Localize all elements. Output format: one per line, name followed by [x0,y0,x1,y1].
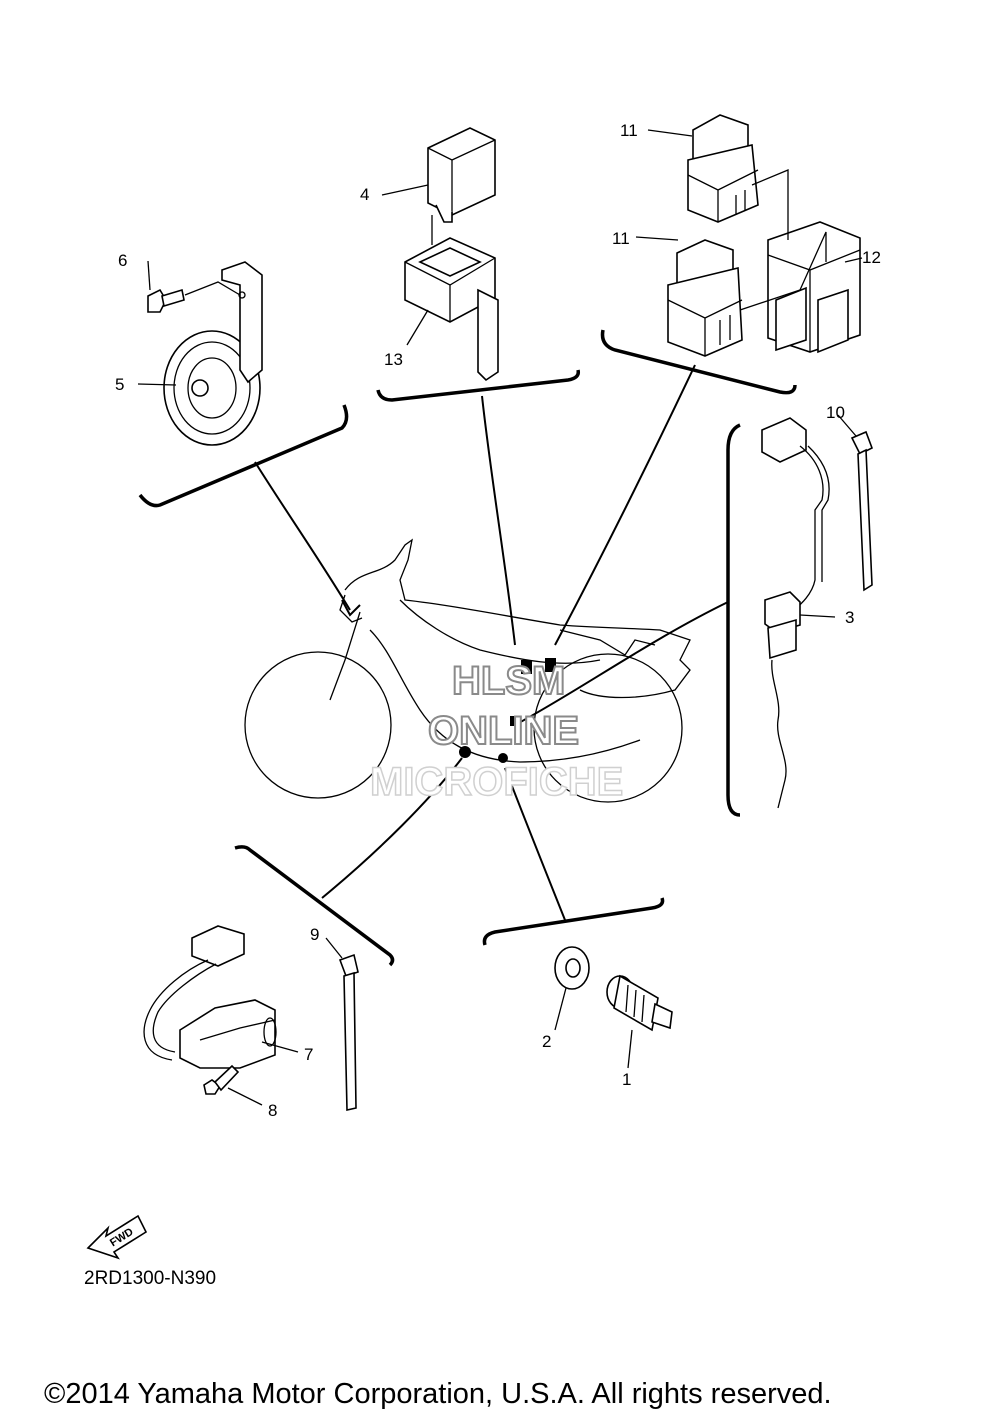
callout-7: 7 [304,1045,313,1064]
horn-part [163,261,263,446]
relay-connector-part [767,221,861,354]
fwd-arrow-icon: FWD [86,1214,148,1260]
cable-tie-10-part [850,430,874,592]
switch-location-marker [498,753,508,763]
horn-bolt-part [147,288,185,313]
relay-part [427,127,496,245]
callout-11: 11 [612,229,630,248]
diagram-code: 2RD1300-N390 [84,1268,217,1289]
relay-holder-part [404,237,499,382]
callout-leaders [137,129,863,1106]
callout-2: 2 [542,1032,551,1051]
callout-11: 11 [620,121,638,140]
cable-tie-9-part [338,953,359,1111]
screw-8-part [203,1064,240,1095]
copyright-text: ©2014 Yamaha Motor Corporation, U.S.A. A… [44,1378,832,1410]
watermark: HLSM ONLINE MICROFICHE [369,658,624,805]
callout-1: 1 [622,1070,631,1089]
callout-6: 6 [118,251,127,270]
callout-5: 5 [115,375,124,394]
watermark-line1: HLSM [452,659,565,703]
callout-12: 12 [862,248,881,267]
watermark-line3: MICROFICHE [370,760,623,804]
callout-labels: 11 4 11 12 6 5 13 10 3 9 7 8 2 1 [115,121,881,1120]
switch-bolt-part [606,974,673,1032]
front-wheel [244,651,392,799]
relay-location-marker [545,658,556,672]
leader-lines [138,329,797,967]
relay-location-marker [521,660,532,674]
callout-4: 4 [360,185,369,204]
fuel-pump-part [143,925,277,1069]
callout-10: 10 [826,403,845,422]
rear-wheel [533,653,683,803]
sensor-location-marker [510,716,518,726]
washer-part [554,946,590,990]
relay-11-bottom-part [667,239,743,357]
watermark-line2: ONLINE [428,709,579,753]
sensor-part [761,417,830,809]
callout-9: 9 [310,925,319,944]
callout-13: 13 [384,350,403,369]
pump-location-marker [459,746,471,758]
callout-8: 8 [268,1101,277,1120]
callout-3: 3 [845,608,854,627]
relay-11-top-part [687,114,759,223]
